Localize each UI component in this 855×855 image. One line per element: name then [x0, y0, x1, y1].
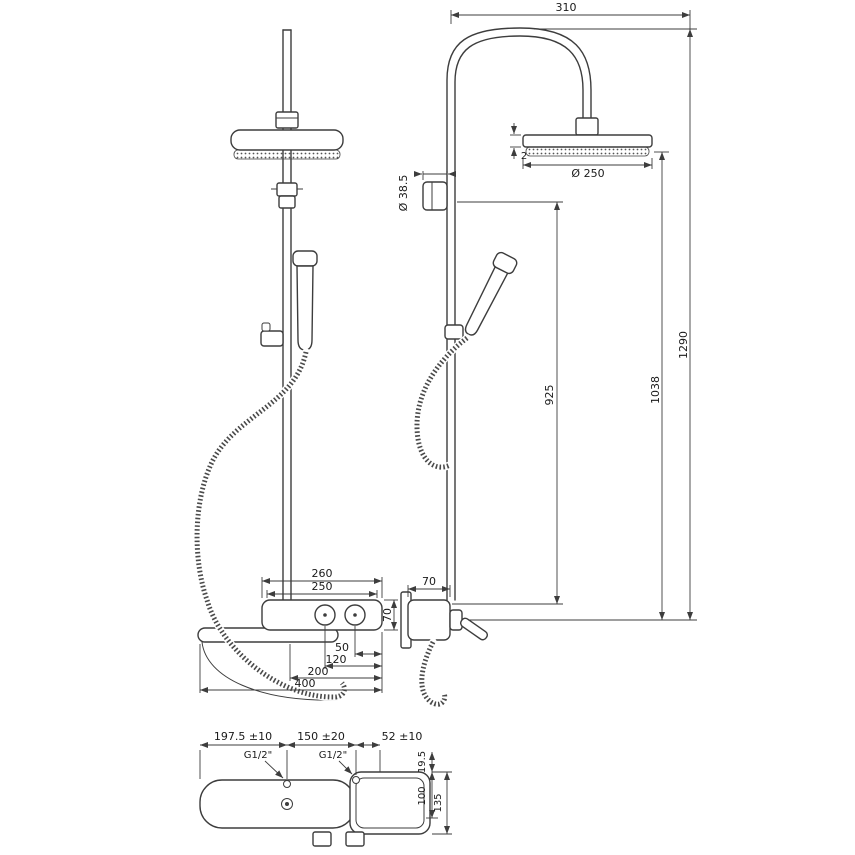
- dim-knob-offset: 50: [335, 641, 349, 654]
- hose-curl-below-mixer: [418, 638, 449, 708]
- mixer-side: [400, 591, 488, 649]
- dim-span-mid: 150 ±20: [297, 730, 345, 743]
- dim-mixer-height: 70: [381, 608, 394, 622]
- shower-head-connector-front: [275, 111, 299, 129]
- dim-span-right: 52 ±10: [382, 730, 423, 743]
- shower-hose-front: [193, 348, 349, 701]
- front-view: 260 250 70 50 120 200 400: [193, 29, 398, 701]
- dim-depth-offset: 19.5: [417, 751, 428, 773]
- dim-mixer-width-inner: 250: [312, 580, 333, 593]
- mixer-front: [261, 599, 383, 631]
- dim-depth-body: 100: [417, 786, 428, 805]
- label-inlet-left: G1/2": [244, 750, 272, 761]
- riser-pipe-side: [446, 171, 456, 601]
- outlet-stubs: [312, 831, 365, 847]
- drain-hole: [281, 798, 293, 810]
- dim-span-left: 197.5 ±10: [214, 730, 272, 743]
- hand-shower-front: [292, 250, 318, 351]
- dim-mixer-width-outer: 260: [312, 567, 333, 580]
- valve-body-plan: [349, 771, 431, 835]
- dim-shelf-total: 400: [295, 677, 316, 690]
- gooseneck-arch-side: [446, 27, 592, 173]
- dim-head-diameter: Ø 250: [571, 167, 604, 180]
- side-dimensions: 310 1290 1038 925 Ø 250 2: [397, 1, 697, 621]
- shower-hose-side: [413, 334, 471, 471]
- side-view: 310 1290 1038 925 Ø 250 2: [397, 1, 697, 708]
- label-inlet-right: G1/2": [319, 750, 347, 761]
- bottom-dimensions: 197.5 ±10 150 ±20 52 ±10 G1/2" G1/2" 19.…: [199, 730, 452, 835]
- dim-height-total: 1290: [677, 331, 690, 359]
- front-dimensions: 260 250 70 50 120 200 400: [199, 567, 398, 693]
- hand-shower-holder-front: [260, 322, 284, 347]
- dim-shelf-partial: 200: [308, 665, 329, 678]
- dim-height-to-head: 1038: [649, 376, 662, 404]
- wall-escutcheon-side: [422, 181, 448, 211]
- rain-shower-head-side: [522, 117, 653, 157]
- rain-shower-head-front: [230, 129, 344, 160]
- dim-knob-span: 120: [326, 653, 347, 666]
- dim-depth-total: 135: [433, 793, 444, 812]
- slider-ring-front: [271, 182, 303, 209]
- dim-height-to-bracket: 925: [543, 385, 556, 406]
- dim-head-thickness: 2: [521, 151, 527, 162]
- dim-head-reach: 310: [556, 1, 577, 14]
- bottom-view: 197.5 ±10 150 ±20 52 ±10 G1/2" G1/2" 19.…: [199, 730, 452, 847]
- hand-shower-holder-side: [444, 324, 464, 340]
- dim-mixer-depth: 70: [422, 575, 436, 588]
- dim-escutcheon-diameter: Ø 38.5: [397, 175, 410, 212]
- shelf-plan: [199, 779, 356, 829]
- hand-shower-side: [464, 251, 518, 336]
- inlet-ports: [283, 776, 360, 788]
